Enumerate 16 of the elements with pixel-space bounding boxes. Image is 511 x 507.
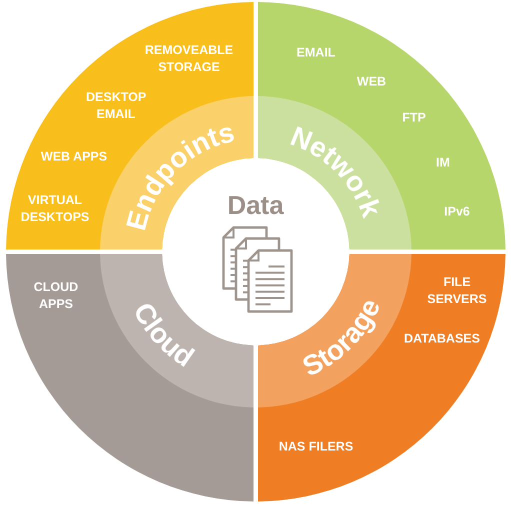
item-label: IPv6 [444, 204, 470, 220]
item-label: WEB APPS [40, 148, 108, 166]
quadrant-sector [258, 254, 506, 502]
item-label: WEB [356, 74, 386, 90]
item-label: NAS FILERS [278, 438, 354, 456]
item-label: FILE SERVERS [427, 274, 487, 308]
item-label: DATABASES [404, 330, 480, 348]
quadrant-sector [6, 254, 253, 502]
item-label: CLOUD APPS [34, 279, 78, 313]
item-label: IM [436, 154, 450, 172]
item-label: REMOVEABLE STORAGE [144, 42, 234, 76]
ring-segment [100, 254, 253, 408]
item-label: EMAIL [296, 44, 336, 62]
item-label: DESKTOP EMAIL [86, 89, 146, 123]
item-label: VIRTUAL DESKTOPS [20, 192, 90, 226]
item-label: FTP [402, 110, 426, 126]
